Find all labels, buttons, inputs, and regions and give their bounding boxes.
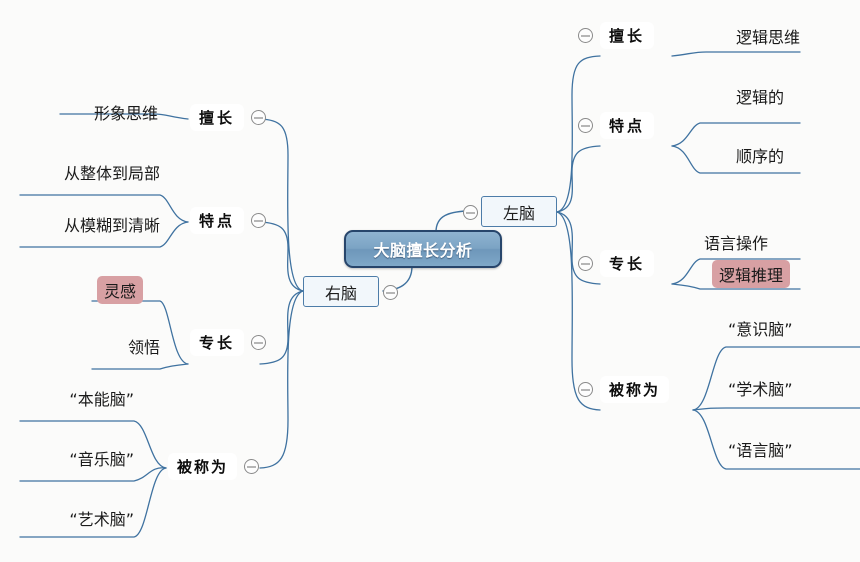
wire-beichengwei-leaf-1 <box>692 407 860 411</box>
branch-left-brain-beichengwei[interactable]: 被称为 <box>578 376 670 403</box>
toggle-left-brain[interactable] <box>463 205 478 220</box>
branch-label-beichengwei: 被称为 <box>600 376 670 403</box>
toggle-branch-r-zhuanchang[interactable] <box>251 335 267 350</box>
leaf-academic-brain[interactable]: “学术脑” <box>728 380 793 399</box>
toggle-branch-r-beichengwei[interactable] <box>244 459 260 474</box>
hemisphere-node-right-brain[interactable]: 右脑 <box>303 276 379 307</box>
branch-right-brain-tedian[interactable]: 特点 <box>190 207 267 234</box>
leaf-comprehension[interactable]: 领悟 <box>127 338 160 357</box>
branch-label-r-beichengwei: 被称为 <box>168 453 238 480</box>
toggle-right-brain[interactable] <box>383 285 398 300</box>
branch-right-brain-shanchang[interactable]: 擅长 <box>190 104 267 131</box>
wire-root-to-left-brain <box>435 210 467 233</box>
leaf-instinct-brain[interactable]: “本能脑” <box>69 390 134 409</box>
leaf-language-brain[interactable]: “语言脑” <box>728 441 793 460</box>
wire-shanchang-leaf-0 <box>671 51 801 57</box>
branch-left-brain-shanchang[interactable]: 擅长 <box>578 22 655 49</box>
leaf-sequential[interactable]: 顺序的 <box>736 147 785 166</box>
wire-rightbrain-zhuanchang <box>259 290 304 365</box>
wire-rightbrain-shanchang <box>259 118 304 292</box>
leaf-logical-thinking[interactable]: 逻辑思维 <box>736 28 801 47</box>
hemisphere-node-left-brain[interactable]: 左脑 <box>481 196 557 227</box>
hemisphere-label-left-brain: 左脑 <box>502 203 535 223</box>
branch-right-brain-zhuanchang[interactable]: 专长 <box>190 329 267 356</box>
wire-leftbrain-tedian <box>556 145 601 213</box>
branch-label-r-shanchang: 擅长 <box>190 104 245 131</box>
wire-r-zhuanchang-leaf-1 <box>91 363 189 370</box>
leaf-whole-to-part[interactable]: 从整体到局部 <box>63 164 160 183</box>
leaf-logical-reasoning[interactable]: 逻辑推理 <box>712 260 791 288</box>
toggle-branch-zhuanchang[interactable] <box>578 256 593 271</box>
branch-label-tedian: 特点 <box>600 112 655 139</box>
leaf-art-brain[interactable]: “艺术脑” <box>69 510 134 529</box>
toggle-branch-shanchang[interactable] <box>578 28 593 43</box>
branch-left-brain-zhuanchang[interactable]: 专长 <box>578 250 655 277</box>
leaf-vague-to-clear[interactable]: 从模糊到清晰 <box>63 216 160 235</box>
hemisphere-label-right-brain: 右脑 <box>324 283 357 303</box>
branch-right-brain-beichengwei[interactable]: 被称为 <box>168 453 260 480</box>
branch-label-r-tedian: 特点 <box>190 207 245 234</box>
branch-label-r-zhuanchang: 专长 <box>190 329 245 356</box>
root-node-label: 大脑擅长分析 <box>373 241 473 260</box>
leaf-music-brain[interactable]: “音乐脑” <box>69 450 134 469</box>
toggle-branch-r-tedian[interactable] <box>251 213 267 228</box>
leaf-consciousness-brain[interactable]: “意识脑” <box>728 320 793 339</box>
branch-left-brain-tedian[interactable]: 特点 <box>578 112 655 139</box>
wire-rightbrain-beichengwei <box>259 290 304 469</box>
toggle-branch-r-shanchang[interactable] <box>251 110 267 125</box>
leaf-inspiration[interactable]: 灵感 <box>97 276 144 304</box>
branch-label-shanchang: 擅长 <box>600 22 655 49</box>
root-node[interactable]: 大脑擅长分析 <box>344 230 502 268</box>
toggle-branch-tedian[interactable] <box>578 118 593 133</box>
leaf-logical[interactable]: 逻辑的 <box>736 88 785 107</box>
leaf-image-thinking[interactable]: 形象思维 <box>93 104 158 123</box>
toggle-branch-beichengwei[interactable] <box>578 382 593 397</box>
branch-label-zhuanchang: 专长 <box>600 250 655 277</box>
wire-rightbrain-tedian <box>259 221 304 292</box>
leaf-language-operation[interactable]: 语言操作 <box>704 234 769 253</box>
